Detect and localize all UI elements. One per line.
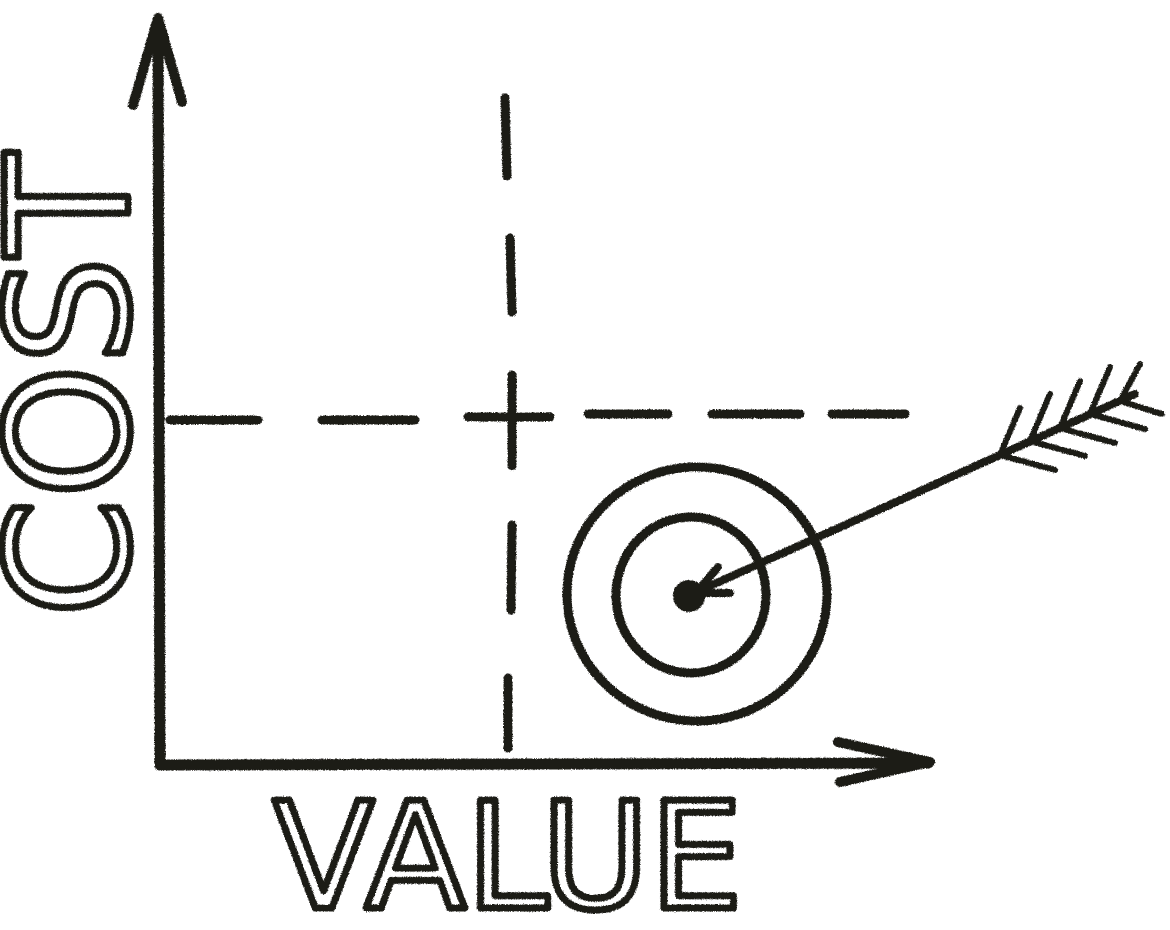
arrow-shaft xyxy=(690,394,1135,595)
divider-dash xyxy=(511,525,512,610)
divider-dash xyxy=(510,238,512,312)
horizontal-divider xyxy=(170,414,905,420)
x-axis-label: VALUE xyxy=(273,771,743,930)
y-axis-label: COST xyxy=(0,152,169,617)
divider-dash xyxy=(505,98,507,176)
x-axis-line xyxy=(160,763,928,765)
vertical-divider xyxy=(505,98,512,748)
